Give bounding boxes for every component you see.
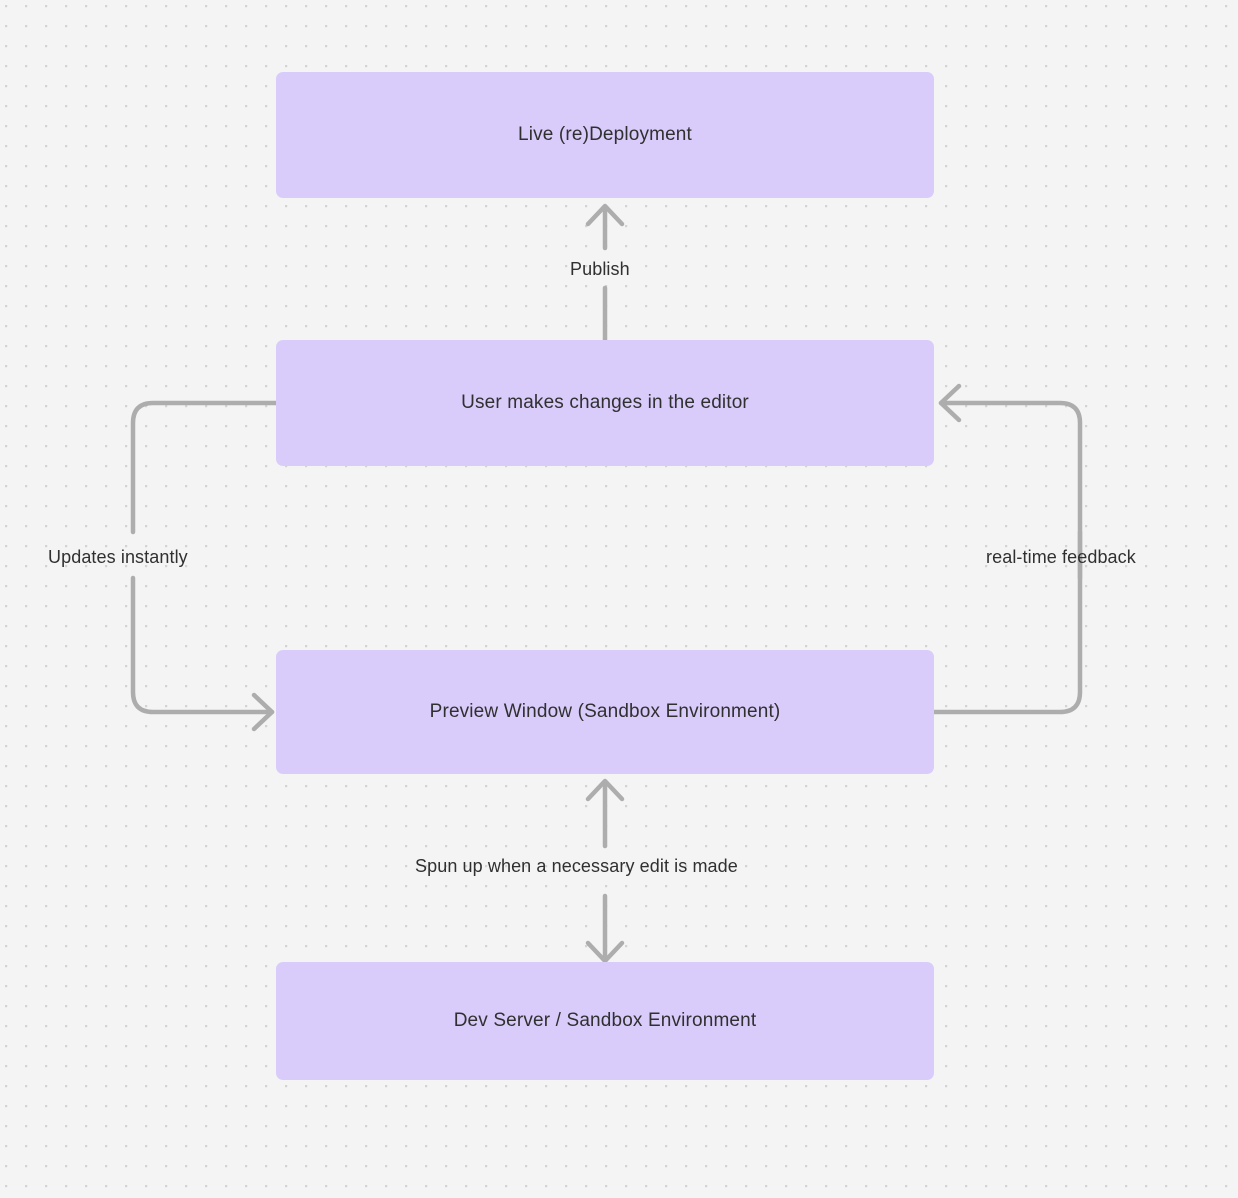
edge-label-updates-instantly[interactable]: Updates instantly	[48, 547, 188, 567]
node-label: User makes changes in the editor	[461, 392, 749, 414]
node-label: Preview Window (Sandbox Environment)	[429, 701, 781, 723]
edge-label-spun-up[interactable]: Spun up when a necessary edit is made	[415, 856, 738, 876]
node-live-deployment[interactable]: Live (re)Deployment	[276, 72, 934, 198]
node-preview-window[interactable]: Preview Window (Sandbox Environment)	[276, 650, 934, 774]
edge-label-real-time-feedback[interactable]: real-time feedback	[986, 547, 1136, 567]
node-user-changes[interactable]: User makes changes in the editor	[276, 340, 934, 466]
node-label: Dev Server / Sandbox Environment	[453, 1010, 757, 1032]
edge-label-publish[interactable]: Publish	[570, 259, 630, 279]
node-dev-server[interactable]: Dev Server / Sandbox Environment	[276, 962, 934, 1080]
node-label: Live (re)Deployment	[518, 124, 692, 146]
